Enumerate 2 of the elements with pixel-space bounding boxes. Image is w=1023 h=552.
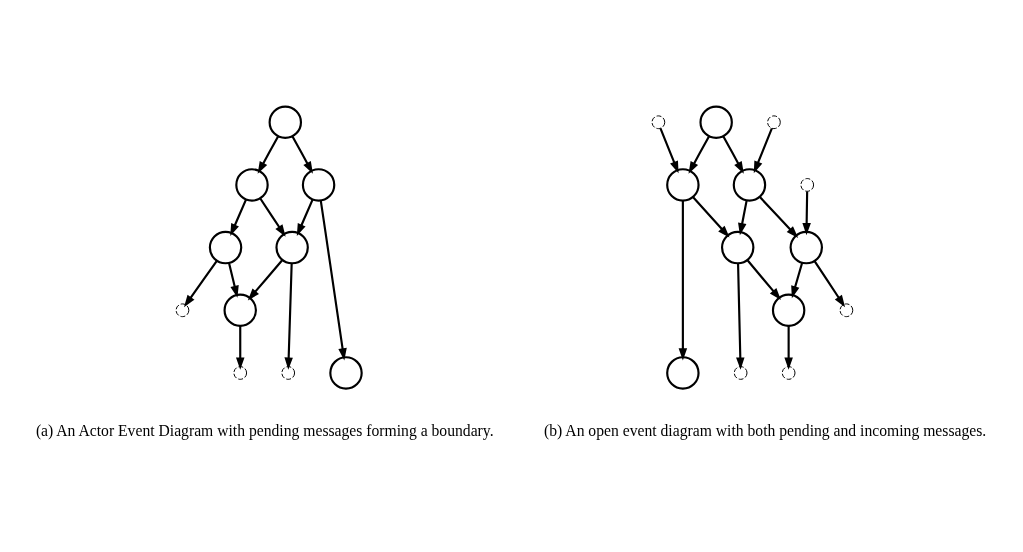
label: (b) An open event diagram with both pending and incoming messages.: [544, 422, 987, 440]
label: (a) An Actor Event Diagram with pending messages forming a boundary.: [35, 422, 494, 440]
